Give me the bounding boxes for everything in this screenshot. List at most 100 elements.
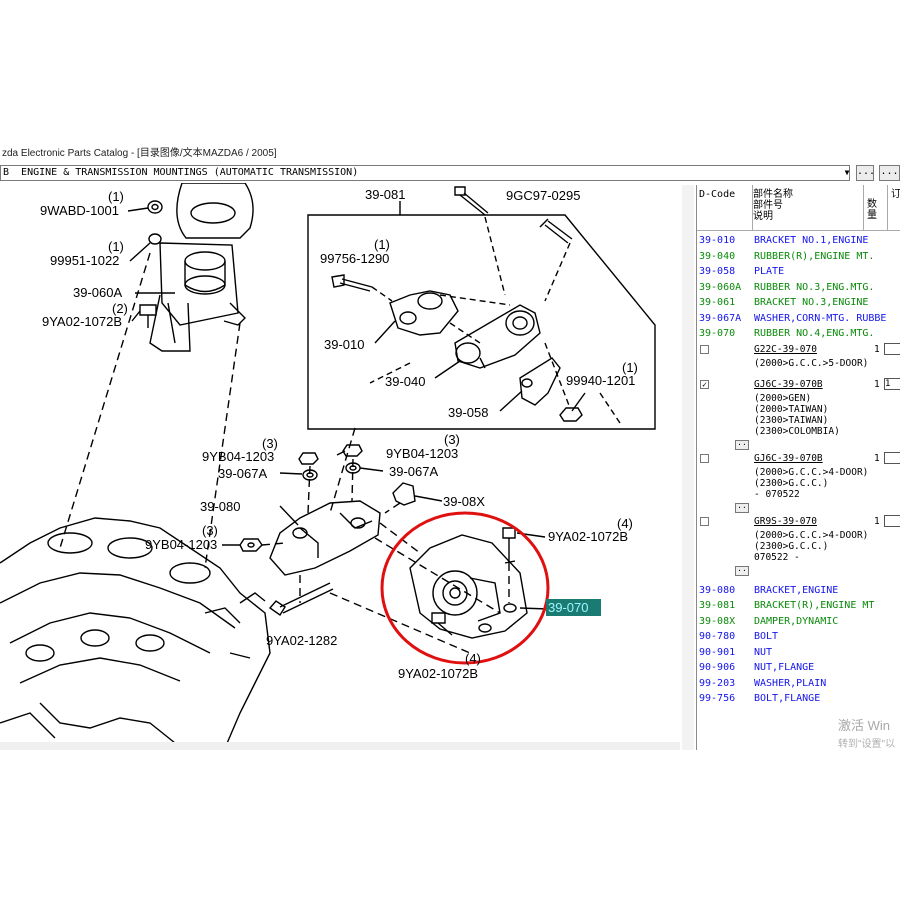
part-note: 070522 -	[754, 551, 800, 563]
activation-watermark: 激活 Win	[838, 718, 891, 733]
label-9yb04-1203[interactable]: 9YB04-1203	[145, 537, 217, 552]
header-button-2[interactable]: ...	[879, 165, 900, 181]
part-number-link[interactable]: G22C-39-070	[754, 343, 817, 355]
section-title-dropdown[interactable]: B ENGINE & TRANSMISSION MOUNTINGS (AUTOM…	[0, 165, 850, 181]
label-9wabd-1001[interactable]: 9WABD-1001	[40, 203, 119, 218]
part-name: WASHER,CORN-MTG. RUBBE	[754, 312, 887, 324]
part-code: 39-08X	[699, 615, 736, 627]
label-9ya02-1282[interactable]: 9YA02-1282	[266, 633, 337, 648]
label-9ya02-1072b[interactable]: 9YA02-1072B	[398, 666, 478, 681]
window-title: zda Electronic Parts Catalog - [目录图像/文本M…	[2, 148, 277, 159]
assembly-frame	[307, 214, 656, 430]
part-name: RUBBER NO.4,ENG.MTG.	[754, 328, 875, 339]
column-header-name[interactable]: 部件名称 部件号 说明	[753, 189, 793, 222]
part-number-link[interactable]: GJ6C-39-070B	[754, 452, 823, 464]
part-row[interactable]: 90-906 NUT,FLANGE	[697, 660, 900, 675]
label-39-070-highlighted[interactable]: 39-070	[548, 600, 588, 615]
select-checkbox[interactable]	[700, 516, 709, 526]
column-header-qty[interactable]: 数量	[867, 199, 877, 221]
part-name: BRACKET,ENGINE	[754, 584, 839, 596]
qty-label: (1)	[108, 239, 124, 254]
label-99756-1290[interactable]: 99756-1290	[320, 251, 389, 266]
part-number-link[interactable]: GR9S-39-070	[754, 515, 817, 527]
part-note: (2000>G.C.C.>4-DOOR)	[754, 466, 869, 478]
qty-label: (3)	[444, 432, 460, 447]
more-button[interactable]: ..	[735, 438, 749, 450]
part-row[interactable]: 39-058 PLATE	[697, 264, 900, 279]
label-99951-1022[interactable]: 99951-1022	[50, 253, 119, 268]
part-name: BOLT,FLANGE	[754, 693, 821, 704]
part-code: 90-906	[699, 662, 736, 673]
label-9ya02-1072b[interactable]: 9YA02-1072B	[42, 314, 122, 329]
qty-label: (3)	[202, 523, 218, 538]
part-name: PLATE	[754, 266, 785, 277]
label-39-067a[interactable]: 39-067A	[218, 466, 267, 481]
activation-watermark-sub: 转到"设置"以	[838, 739, 896, 750]
qty-label: (1)	[374, 237, 390, 252]
part-qty: 1	[874, 378, 880, 390]
label-39-080[interactable]: 39-080	[200, 499, 240, 514]
label-9gc97-0295[interactable]: 9GC97-0295	[506, 188, 580, 203]
order-qty-input[interactable]	[884, 514, 900, 527]
part-name: RUBBER(R),ENGINE MT.	[754, 250, 875, 262]
select-checkbox[interactable]	[700, 453, 709, 463]
label-99940-1201[interactable]: 99940-1201	[566, 373, 635, 388]
highlighted-label-bg	[546, 599, 601, 616]
part-code: 39-058	[699, 266, 736, 277]
label-9yb04-1203[interactable]: 9YB04-1203	[386, 446, 458, 461]
label-39-058[interactable]: 39-058	[448, 405, 488, 420]
more-button[interactable]: ..	[735, 564, 749, 576]
part-note: (2300>G.C.C.)	[754, 477, 829, 489]
part-note: (2300>G.C.C.)	[754, 540, 829, 552]
horizontal-scrollbar[interactable]	[0, 742, 680, 750]
chevron-down-icon[interactable]: ▼	[844, 168, 850, 177]
label-9yb04-1203[interactable]: 9YB04-1203	[202, 449, 274, 464]
order-qty-input[interactable]	[884, 451, 900, 464]
label-9ya02-1072b[interactable]: 9YA02-1072B	[548, 529, 628, 544]
qty-label: (3)	[262, 436, 278, 451]
label-39-081[interactable]: 39-081	[365, 187, 405, 202]
part-name: NUT,FLANGE	[754, 662, 815, 673]
vertical-scrollbar[interactable]	[682, 185, 694, 750]
label-39-08x[interactable]: 39-08X	[443, 494, 485, 509]
part-note: (2000>TAIWAN)	[754, 403, 829, 415]
highlight-circle	[380, 511, 550, 665]
qty-label: (1)	[622, 360, 638, 375]
qty-label: (4)	[617, 516, 633, 531]
order-qty-input[interactable]	[884, 342, 900, 355]
column-header-extra[interactable]: 订	[891, 189, 900, 200]
diagram-canvas: 39-081 9GC97-0295 (1) 9WABD-1001 (1) 999…	[0, 183, 656, 748]
part-name: DAMPER,DYNAMIC	[754, 615, 839, 627]
label-39-010[interactable]: 39-010	[324, 337, 364, 352]
part-code: 39-070	[699, 328, 736, 339]
more-button[interactable]: ..	[735, 501, 749, 513]
part-number-link[interactable]: GJ6C-39-070B	[754, 378, 823, 390]
parts-diagram[interactable]: 39-081 9GC97-0295 (1) 9WABD-1001 (1) 999…	[0, 183, 680, 748]
part-qty: 1	[874, 343, 880, 355]
part-row[interactable]: 39-08X DAMPER,DYNAMIC	[697, 614, 900, 629]
select-checkbox[interactable]	[700, 344, 709, 354]
label-39-040[interactable]: 39-040	[385, 374, 425, 389]
column-header-dcode[interactable]: D-Code	[699, 189, 736, 200]
part-code: 39-010	[699, 235, 736, 246]
header-button-1[interactable]: ...	[856, 165, 875, 181]
part-name: RUBBER NO.3,ENG.MTG.	[754, 281, 875, 293]
label-39-067a[interactable]: 39-067A	[389, 464, 438, 479]
part-row[interactable]: 39-070 RUBBER NO.4,ENG.MTG.	[697, 326, 900, 341]
order-qty-input[interactable]: 1	[884, 377, 900, 390]
label-39-060a[interactable]: 39-060A	[73, 285, 122, 300]
qty-label: (1)	[108, 189, 124, 204]
select-checkbox[interactable]: ✓	[700, 379, 709, 389]
